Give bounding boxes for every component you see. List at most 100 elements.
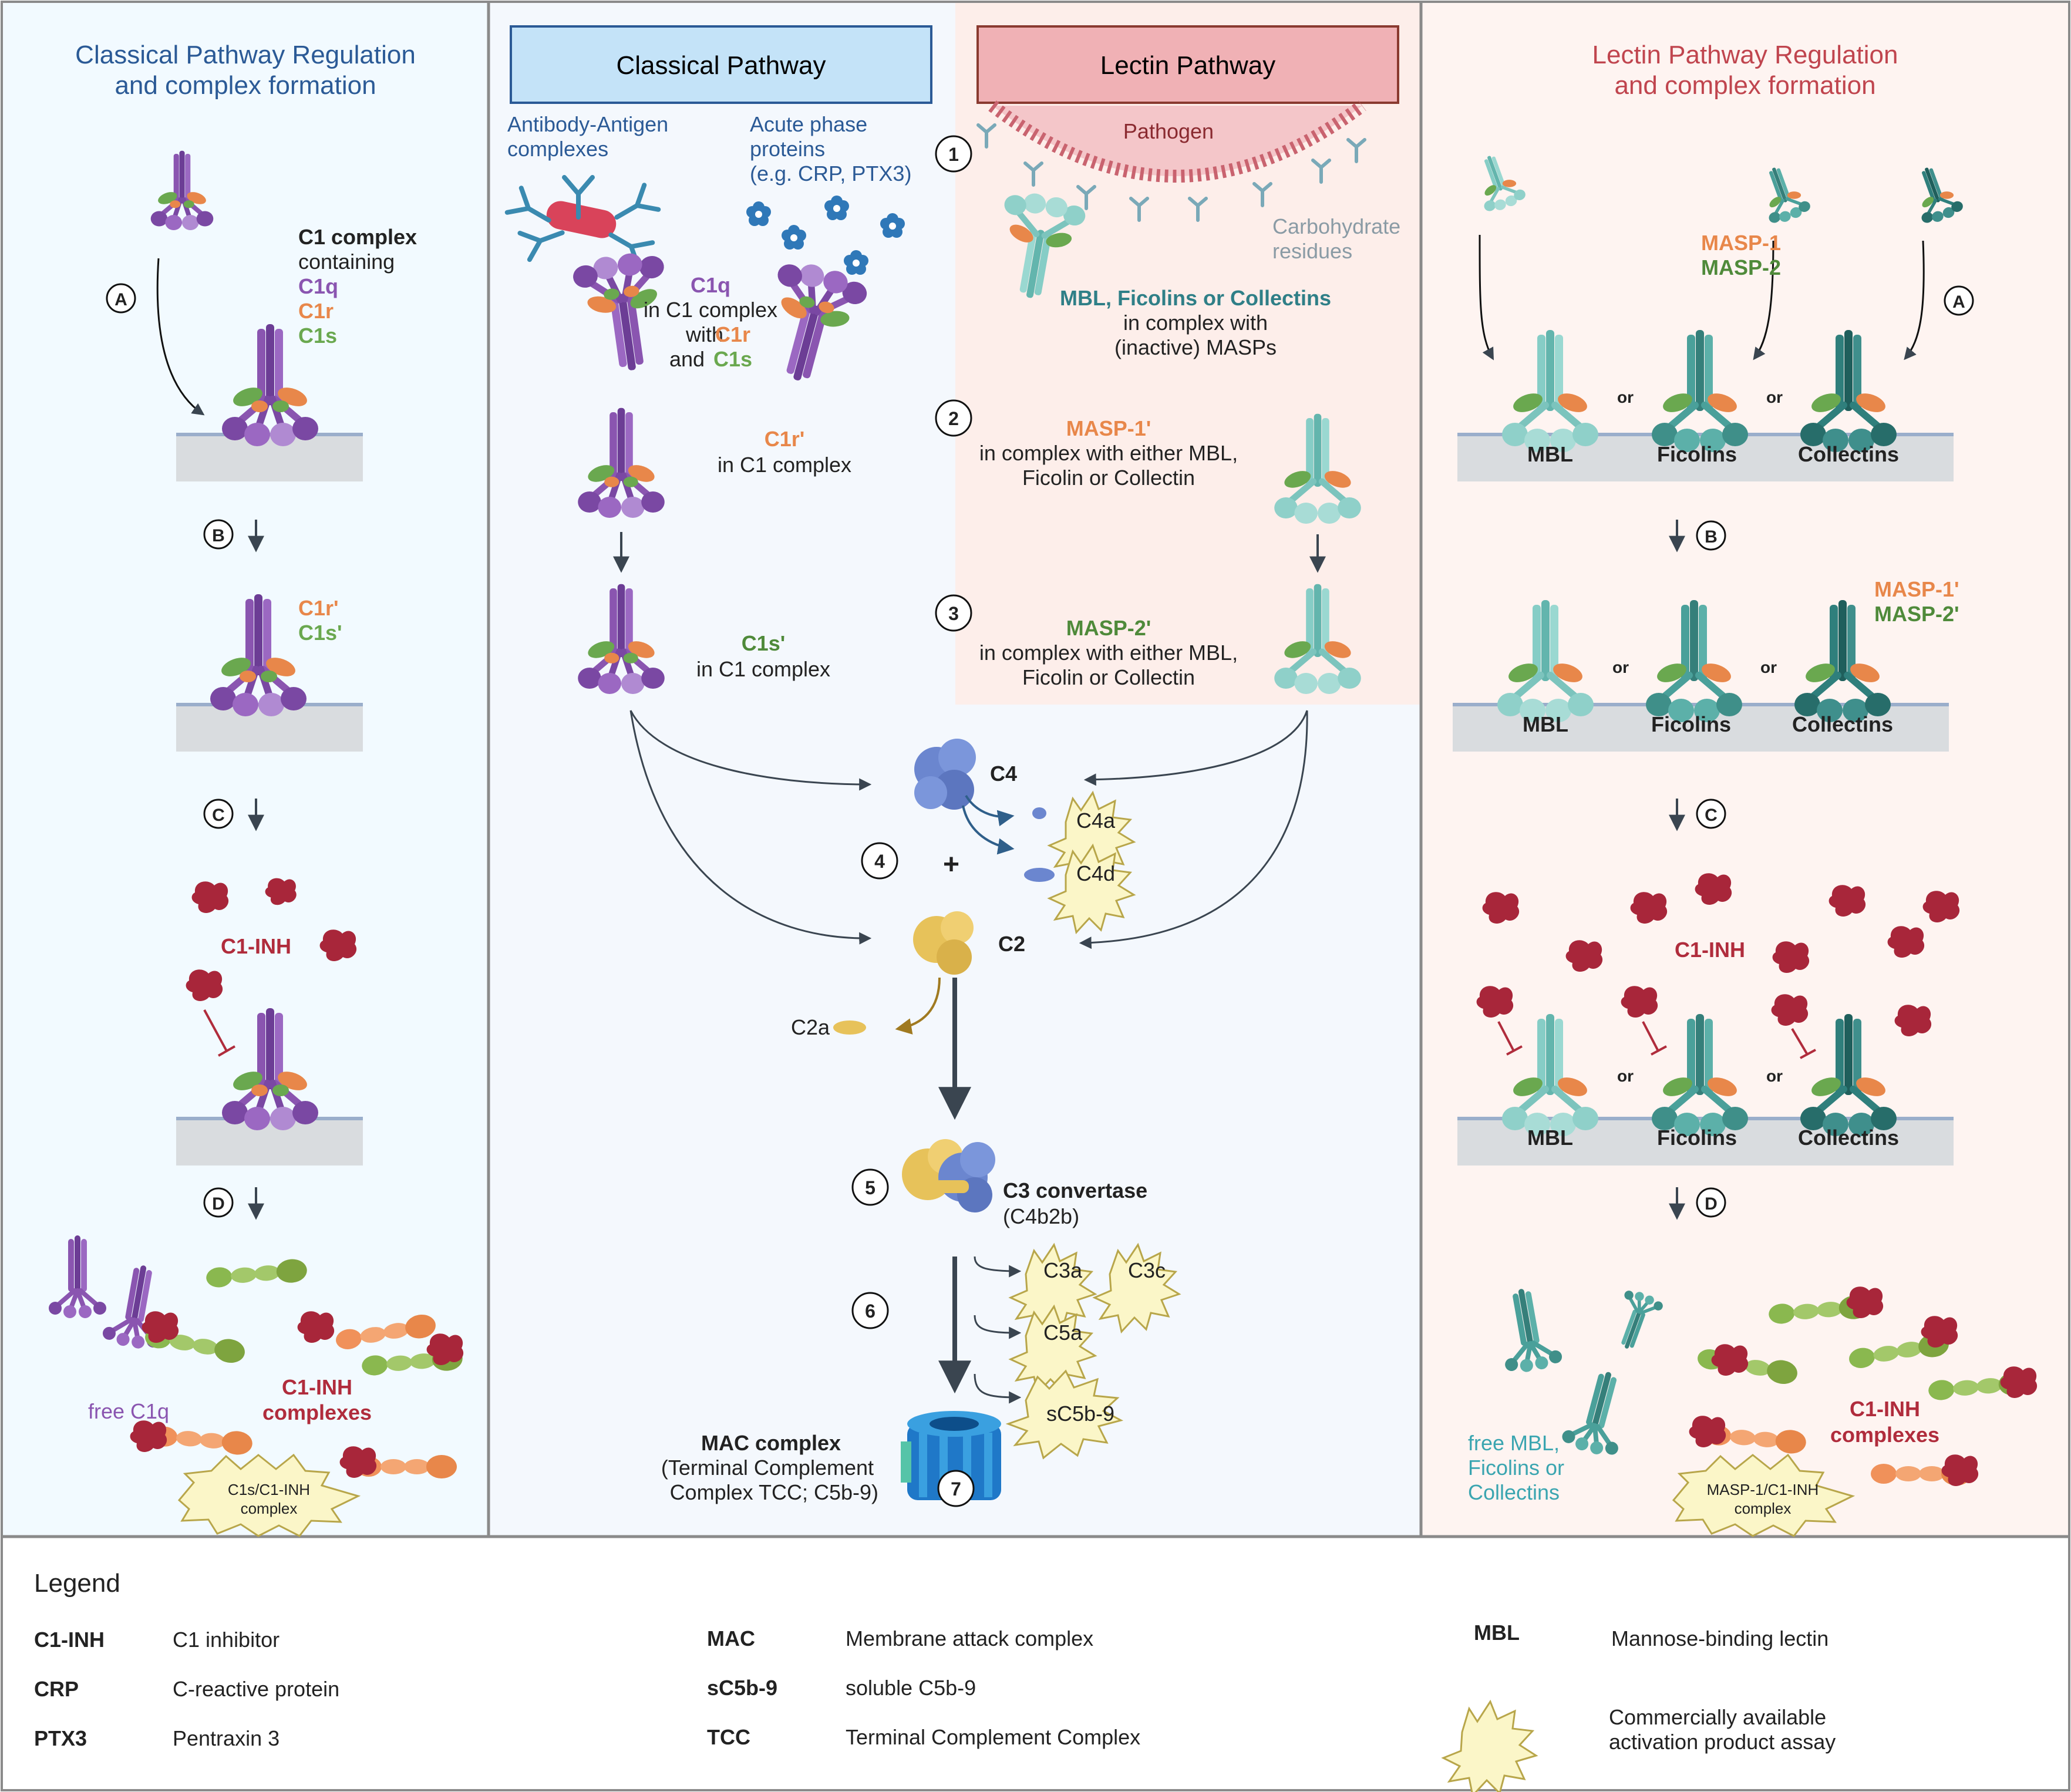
free-lectin-line2: Ficolins or: [1468, 1456, 1564, 1480]
in-c1-complex-3: in C1 complex: [696, 657, 830, 681]
legend-full-mac: Membrane attack complex: [846, 1626, 1094, 1650]
in-c1-complex-1: in C1 complex: [644, 298, 777, 322]
legend-full-ptx3: Pentraxin 3: [173, 1726, 280, 1750]
right-step-d-label: D: [1705, 1194, 1718, 1214]
c3-convertase-icon: [902, 1139, 995, 1212]
legend-full-sc5b9: soluble C5b-9: [846, 1676, 976, 1700]
legend-abbr-crp: CRP: [34, 1677, 79, 1701]
c4-label: C4: [990, 762, 1017, 786]
right-assay-star: [1672, 1453, 1856, 1537]
c1-complex-containing: containing: [298, 250, 395, 274]
c4d-label: C4d: [1076, 861, 1115, 885]
masp2-right: MASP-2: [1701, 255, 1781, 279]
carbohydrate-icons: [976, 123, 1366, 222]
acute-line1: Acute phase: [750, 112, 867, 136]
c1r-label: C1r: [298, 299, 334, 323]
in-c1-complex-2: in C1 complex: [718, 453, 851, 477]
or-3a: or: [1617, 1067, 1634, 1085]
or-1b: or: [1766, 388, 1783, 406]
left-assay-line2: complex: [241, 1500, 298, 1517]
legend-assay-line1: Commercially available: [1609, 1705, 1827, 1729]
left-complexes-line1: C1-INH: [282, 1375, 352, 1399]
legend-full-c1inh: C1 inhibitor: [173, 1628, 280, 1652]
legend-abbr-tcc: TCC: [707, 1725, 750, 1749]
collectins-3: Collectins: [1798, 1126, 1899, 1150]
step-4-number: 4: [874, 851, 885, 872]
legend-abbr-c1inh: C1-INH: [34, 1628, 105, 1652]
c3c-label: C3c: [1128, 1258, 1166, 1282]
carb-line2: residues: [1272, 239, 1352, 263]
c1s-label: C1s: [298, 324, 337, 348]
lectin-pathway-header: [976, 25, 1399, 104]
or-3b: or: [1766, 1067, 1783, 1085]
right-step-a-label: A: [1952, 292, 1965, 312]
c2a-label: C2a: [791, 1015, 830, 1039]
free-lectin-line3: Collectins: [1468, 1480, 1560, 1504]
legend-abbr-ptx3: PTX3: [34, 1726, 87, 1750]
and-label: and: [669, 347, 705, 371]
c1r-active-center: C1r': [765, 427, 805, 451]
legend-full-crp: C-reactive protein: [173, 1677, 340, 1701]
mbl-line1: MBL, Ficolins or Collectins: [1060, 286, 1331, 310]
left-title-line1: Classical Pathway Regulation: [75, 41, 416, 69]
right-complexes-line2: complexes: [1830, 1423, 1939, 1447]
c2-label: C2: [998, 932, 1025, 956]
c1q-label: C1q: [298, 274, 338, 298]
legend-full-tcc: Terminal Complement Complex: [846, 1725, 1141, 1749]
right-panel-bg: [1422, 3, 2068, 1537]
sc5b9-label: sC5b-9: [1046, 1402, 1114, 1426]
legend-abbr-mac: MAC: [707, 1626, 755, 1650]
ab-ag-line1: Antibody-Antigen: [507, 112, 668, 136]
c2-icon: [913, 911, 974, 975]
masp1-line2: in complex with either MBL,: [979, 441, 1238, 465]
collectins-2: Collectins: [1792, 712, 1893, 736]
left-title-line2: and complex formation: [115, 71, 376, 100]
ab-ag-line2: complexes: [507, 137, 608, 161]
c4-icon: [914, 739, 976, 810]
c1s-active-center: C1s': [742, 631, 786, 655]
mac-line2: (Terminal Complement: [661, 1456, 874, 1480]
or-2a: or: [1612, 658, 1629, 676]
c1r-center-label: C1r: [715, 322, 750, 346]
mbl-3: MBL: [1527, 1126, 1573, 1150]
step-3-number: 3: [948, 603, 959, 624]
masp1-active-right: MASP-1': [1874, 577, 1959, 601]
mbl-1: MBL: [1527, 442, 1573, 466]
c3-convertase-label: C3 convertase: [1003, 1178, 1147, 1202]
legend-assay-line2: activation product assay: [1609, 1730, 1836, 1754]
mac-line3: Complex TCC; C5b-9): [670, 1480, 878, 1504]
with-label: with: [685, 322, 723, 346]
classical-pathway-title: Classical Pathway: [616, 51, 826, 80]
c3a-label: C3a: [1043, 1258, 1083, 1282]
masp2-line3: Ficolin or Collectin: [1022, 665, 1195, 689]
plus-sign: +: [943, 849, 959, 880]
mbl-line2: in complex with: [1123, 311, 1268, 335]
c1q-center-label: C1q: [691, 273, 730, 297]
c1r-active-label: C1r': [298, 596, 339, 620]
pathogen-label: Pathogen: [1123, 119, 1214, 143]
right-step-c-label: C: [1705, 806, 1718, 825]
right-step-b-label: B: [1705, 527, 1718, 547]
c1s-active-label: C1s': [298, 621, 342, 645]
c1-complex-label: C1 complex: [298, 225, 417, 249]
masp1-active-center: MASP-1': [1066, 416, 1151, 440]
masp2-active-center: MASP-2': [1066, 616, 1151, 640]
antigen-antibody-icon: [507, 177, 658, 267]
acute-line2: proteins: [750, 137, 825, 161]
mbl-line3: (inactive) MASPs: [1114, 335, 1277, 359]
ficolins-1: Ficolins: [1657, 442, 1737, 466]
or-1a: or: [1617, 388, 1634, 406]
legend-abbr-sc5b9: sC5b-9: [707, 1676, 778, 1700]
left-step-c-label: C: [212, 806, 225, 825]
c1-inh-label: C1-INH: [221, 934, 291, 958]
right-assay-line2: complex: [1735, 1500, 1792, 1517]
free-c1q-label: free C1q: [88, 1399, 169, 1423]
legend-title: Legend: [34, 1569, 120, 1598]
left-step-a-label: A: [115, 290, 127, 309]
step-7-number: 7: [951, 1478, 961, 1500]
c5a-label: C5a: [1043, 1321, 1083, 1345]
c3-convertase-sub: (C4b2b): [1003, 1204, 1079, 1228]
left-complexes-line2: complexes: [262, 1400, 372, 1424]
left-step-d-label: D: [212, 1194, 225, 1214]
masp2-active-right: MASP-2': [1874, 602, 1959, 626]
